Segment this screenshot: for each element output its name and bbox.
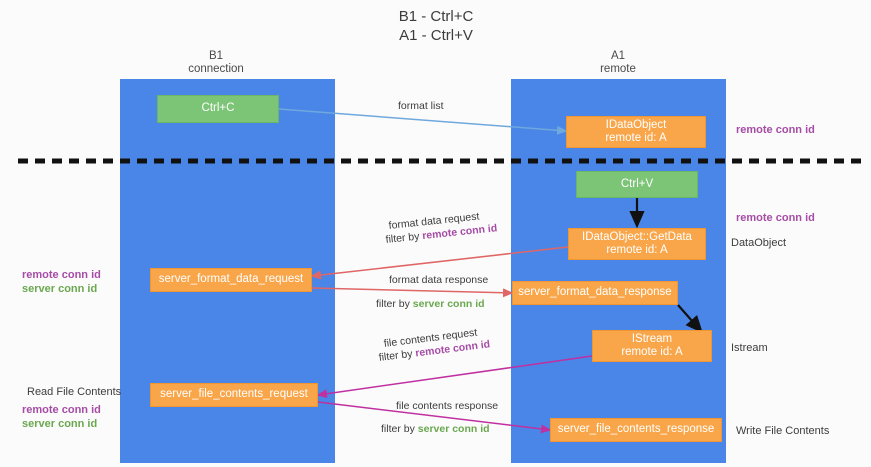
box-server-file-contents-request-label: server_file_contents_request bbox=[160, 388, 308, 401]
annotation-left-server-conn-id-2: server conn id bbox=[22, 418, 98, 430]
edge-label-file-contents-response-filter: filter by server conn id bbox=[381, 422, 490, 436]
annotation-dataobject: DataObject bbox=[731, 237, 787, 249]
column-a1-role: remote bbox=[600, 63, 636, 75]
box-idataobject[interactable]: IDataObject remote id: A bbox=[566, 116, 706, 148]
box-server-file-contents-request[interactable]: server_file_contents_request bbox=[150, 383, 318, 407]
title-line-1: B1 - Ctrl+C bbox=[398, 8, 474, 25]
box-ctrl-v-label: Ctrl+V bbox=[620, 177, 654, 190]
box-istream-line1: IStream bbox=[631, 332, 673, 345]
annotation-left-remote-conn-id-2: remote conn id bbox=[22, 404, 101, 416]
column-b1-name: B1 bbox=[208, 50, 224, 62]
box-server-format-data-response-label: server_format_data_response bbox=[518, 286, 672, 299]
diagram-title: B1 - Ctrl+C A1 - Ctrl+V bbox=[336, 7, 536, 45]
edge-label-format-data-response-filter: filter by server conn id bbox=[376, 297, 485, 311]
annotation-left-remote-conn-id: remote conn id bbox=[22, 269, 101, 281]
annotation-read-file-contents: Read File Contents bbox=[27, 386, 122, 398]
box-server-file-contents-response[interactable]: server_file_contents_response bbox=[550, 418, 722, 442]
box-istream-line2: remote id: A bbox=[621, 346, 683, 358]
box-getdata-line1: IDataObject::GetData bbox=[582, 230, 692, 243]
edge-response-istream bbox=[677, 304, 703, 334]
annotation-write-file-contents: Write File Contents bbox=[736, 425, 830, 437]
box-ctrl-c-label: Ctrl+C bbox=[201, 102, 235, 115]
edge-format-list bbox=[278, 108, 568, 135]
edge-format-data-response bbox=[311, 287, 514, 298]
title-line-2: A1 - Ctrl+V bbox=[399, 27, 473, 44]
annotation-remote-conn-id-top: remote conn id bbox=[736, 124, 815, 136]
box-server-format-data-request-label: server_format_data_request bbox=[158, 273, 304, 286]
box-getdata-line2: remote id: A bbox=[606, 244, 668, 256]
annotation-left-server-conn-id: server conn id bbox=[22, 283, 98, 295]
edge-file-contents-request bbox=[316, 355, 593, 399]
filter-prefix-4: filter by bbox=[381, 423, 418, 435]
column-a1-name: A1 bbox=[610, 50, 626, 62]
box-server-file-contents-response-label: server_file_contents_response bbox=[557, 423, 715, 436]
annotation-remote-conn-id-mid: remote conn id bbox=[736, 212, 815, 224]
edge-label-format-data-response: format data response bbox=[389, 274, 489, 286]
box-ctrl-c[interactable]: Ctrl+C bbox=[157, 95, 279, 123]
box-idataobject-line2: remote id: A bbox=[605, 132, 667, 144]
filter-key-server-conn-id-1: server conn id bbox=[412, 298, 485, 310]
filter-key-server-conn-id-2: server conn id bbox=[417, 423, 490, 435]
box-idataobject-getdata[interactable]: IDataObject::GetData remote id: A bbox=[568, 228, 706, 260]
box-istream[interactable]: IStream remote id: A bbox=[592, 330, 712, 362]
edge-label-file-contents-response: file contents response bbox=[396, 400, 499, 412]
filter-prefix-2: filter by bbox=[376, 298, 413, 310]
edge-format-data-request bbox=[310, 246, 569, 280]
box-server-format-data-request[interactable]: server_format_data_request bbox=[150, 268, 312, 292]
column-header-b1: B1 connection bbox=[166, 50, 266, 76]
filter-prefix-1: filter by bbox=[385, 230, 423, 246]
edge-label-format-list: format list bbox=[398, 100, 444, 112]
box-server-format-data-response[interactable]: server_format_data_response bbox=[512, 281, 678, 305]
annotation-istream: Istream bbox=[731, 342, 768, 354]
box-idataobject-line1: IDataObject bbox=[605, 118, 667, 131]
column-header-a1: A1 remote bbox=[568, 50, 668, 76]
box-ctrl-v[interactable]: Ctrl+V bbox=[576, 171, 698, 198]
column-b1-role: connection bbox=[188, 63, 244, 75]
edge-file-contents-response bbox=[317, 401, 552, 434]
